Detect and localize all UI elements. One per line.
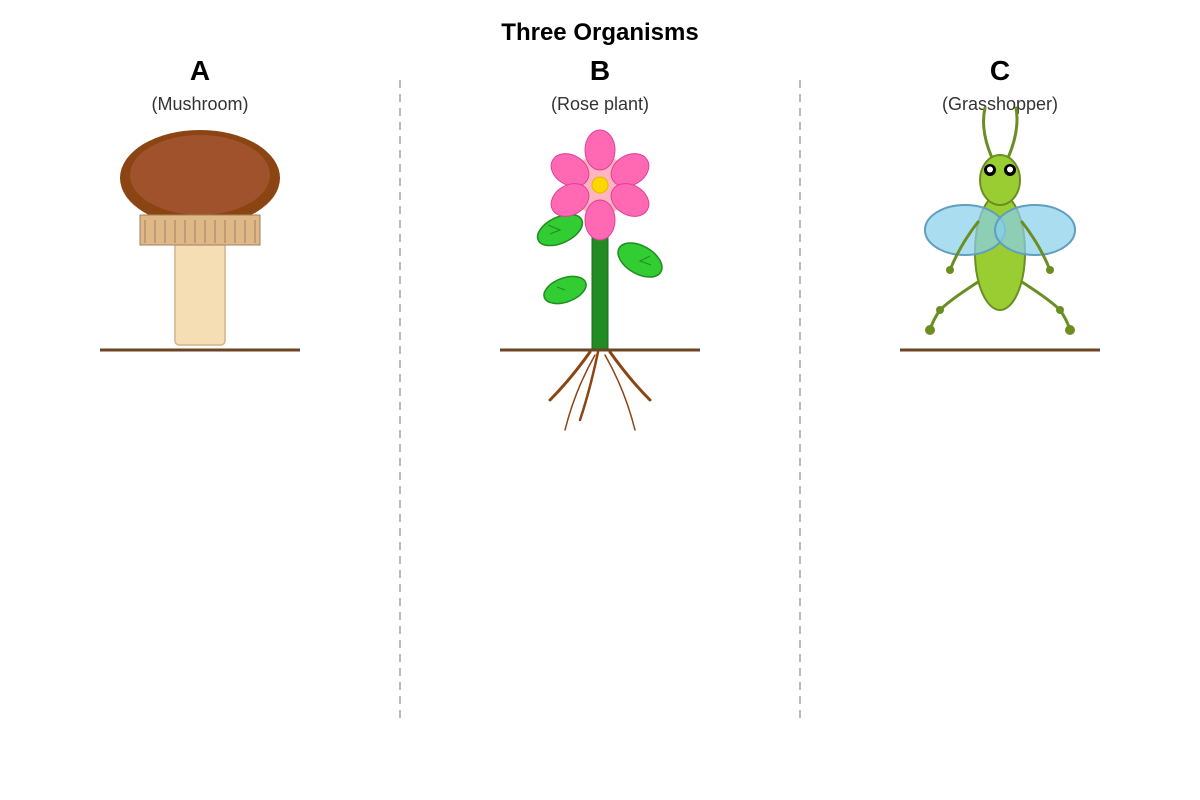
grasshopper-wing (994, 204, 1076, 256)
rose-plant-icon (536, 129, 663, 431)
grasshopper-eye-highlight (987, 166, 993, 173)
rose-petal (584, 199, 616, 241)
panel-b: B (Rose plant) (500, 55, 700, 431)
rose-petal (610, 153, 650, 187)
rose-roots (548, 350, 652, 431)
grasshopper-icon (924, 106, 1076, 335)
leaf-icon (617, 242, 663, 278)
grasshopper-eye-highlight (1007, 166, 1013, 173)
mushroom-stem (174, 239, 226, 346)
rose-leaves (536, 213, 663, 305)
grasshopper-foot (946, 266, 954, 274)
panel-a: A (Mushroom) (100, 55, 300, 352)
panel-c-letter: C (990, 55, 1010, 86)
rose-flower-icon (550, 129, 650, 241)
grasshopper-joint (936, 306, 944, 314)
diagram-title: Three Organisms (501, 19, 698, 46)
panel-a-letter: A (190, 55, 210, 86)
grasshopper-foot (1046, 266, 1054, 274)
panel-b-letter: B (590, 55, 610, 86)
mushroom-cap (130, 135, 270, 215)
grasshopper-joint (1056, 306, 1064, 314)
grasshopper-foot (925, 325, 935, 335)
panel-b-caption: (Rose plant) (551, 94, 649, 114)
rose-petal (584, 129, 616, 171)
rose-petal (550, 183, 590, 217)
rose-stem (591, 224, 609, 351)
rose-petal (550, 153, 590, 187)
panel-c-caption: (Grasshopper) (942, 94, 1058, 114)
mushroom-gills (139, 214, 261, 246)
mushroom-icon (120, 130, 280, 346)
grasshopper-foot (1065, 325, 1075, 335)
grasshopper-antenna (1006, 106, 1019, 160)
rose-petal (610, 183, 650, 217)
grasshopper-antenna (982, 106, 994, 160)
grasshopper-head (979, 154, 1021, 206)
mushroom-gill-lines (144, 220, 256, 243)
rose-center (591, 176, 609, 194)
panel-a-caption: (Mushroom) (151, 94, 248, 114)
grasshopper-wing (924, 204, 1006, 256)
panel-c: C (Grasshopper) (900, 55, 1100, 352)
